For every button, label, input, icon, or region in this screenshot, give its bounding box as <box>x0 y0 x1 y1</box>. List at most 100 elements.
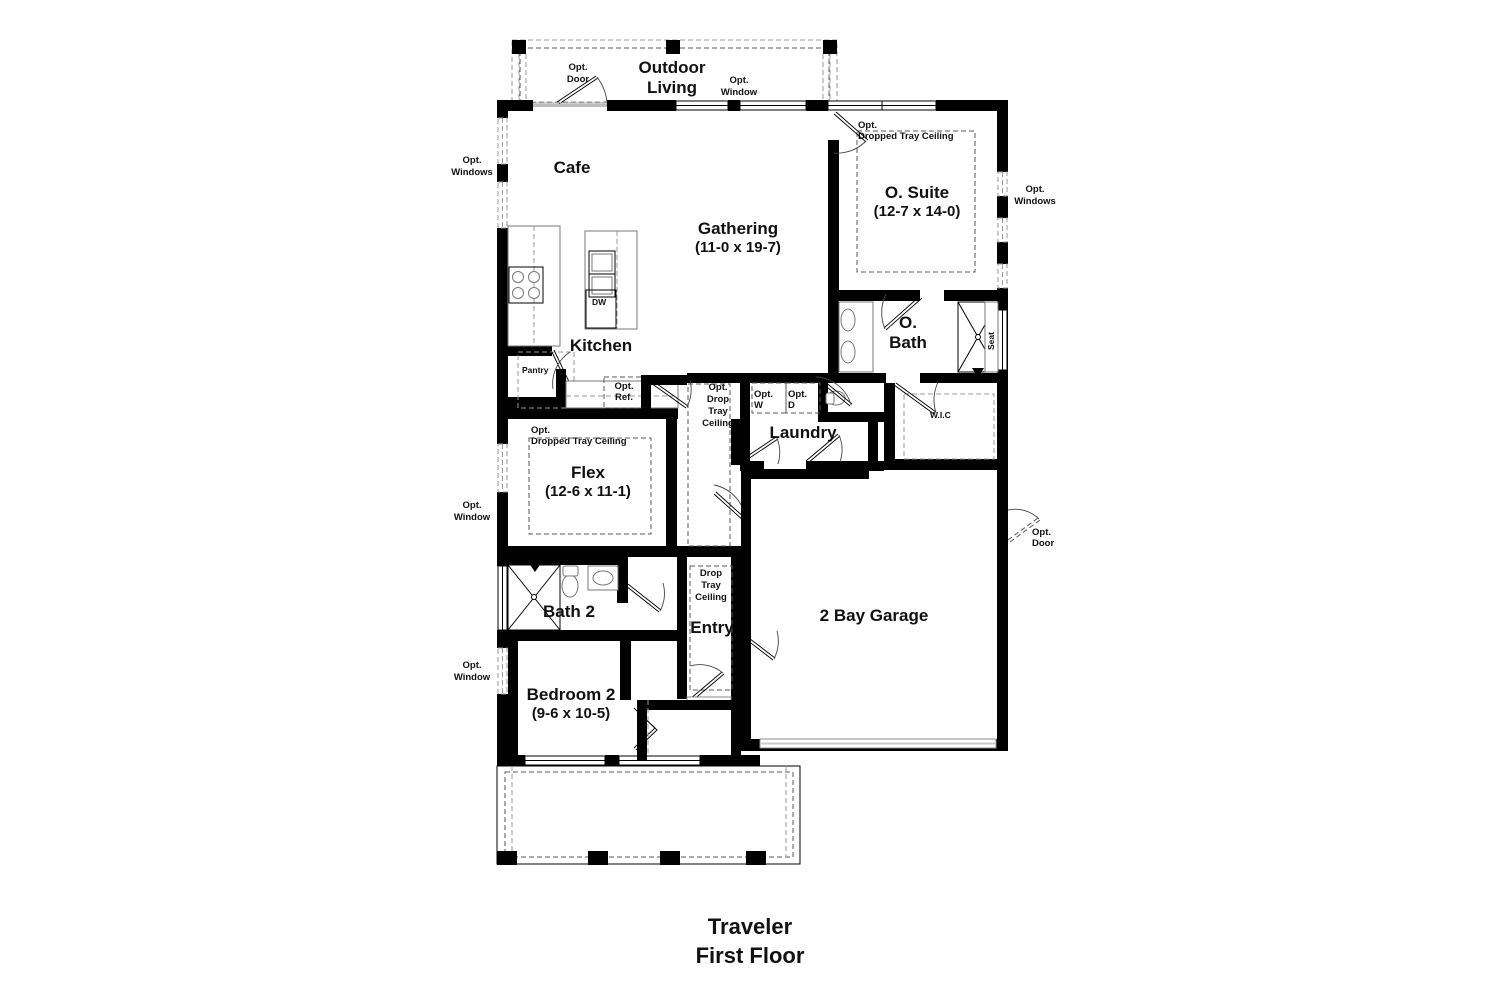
window-bath2 <box>497 565 508 631</box>
opt-window-bedroom2 <box>497 647 508 695</box>
garage-walls <box>741 469 869 751</box>
opt-ref-label-line1: Opt. <box>615 381 634 392</box>
opt-tray-zone-flex <box>528 437 652 535</box>
hall-walls <box>641 373 741 557</box>
room-label-owners-suite: O. Suite <box>885 183 949 202</box>
bath2-walls <box>508 557 628 641</box>
owners-bath-vanity <box>838 301 874 373</box>
opt-door-outdoor-label-line1: Opt. <box>569 62 588 73</box>
opt-garage-door-label-line1: Opt. <box>1032 527 1051 538</box>
room-label-cafe: Cafe <box>554 158 591 177</box>
garage-door <box>759 738 997 749</box>
room-label-bedroom2: Bedroom 2 <box>527 685 616 704</box>
room-label-kitchen: Kitchen <box>570 336 632 355</box>
opt-washer-label-line1: Opt. <box>754 389 773 400</box>
outdoor-living-area <box>511 39 838 104</box>
powder-toilet <box>825 390 846 406</box>
room-label-owners-bath-line1: O. <box>899 313 917 332</box>
laundry-walls <box>740 373 884 471</box>
kitchen-walls <box>508 345 678 419</box>
front-door <box>686 664 732 703</box>
kitchen-island <box>584 230 638 330</box>
owners-bath-door <box>881 293 923 331</box>
opt-drop-tray-hall-line3: Tray <box>708 406 728 417</box>
opt-door-outdoor-label-line2: Door <box>567 74 589 85</box>
room-label-entry: Entry <box>690 618 734 637</box>
opt-tray-flex-label-line2: Dropped Tray Ceiling <box>531 436 627 447</box>
room-label-outdoor-living-line1: Outdoor <box>638 58 705 77</box>
powder-door <box>815 375 853 407</box>
room-label-laundry: Laundry <box>769 423 837 442</box>
opt-drop-tray-hall-line2: Drop <box>707 394 729 405</box>
opt-windows-left-cafe <box>497 117 508 229</box>
opt-tray-flex-label-line1: Opt. <box>531 425 550 436</box>
opt-window-flex-label-line1: Opt. <box>463 500 482 511</box>
opt-windows-right-label-line1: Opt. <box>1026 184 1045 195</box>
bath2-door <box>625 582 665 613</box>
wic-label: W.I.C <box>930 410 951 420</box>
room-label-flex: Flex <box>571 463 606 482</box>
room-dim-gathering: (11-0 x 19-7) <box>695 239 781 256</box>
porch-post <box>497 851 517 865</box>
opt-tray-suite-label-line1: Opt. <box>858 120 877 131</box>
owners-suite-walls <box>828 140 1008 301</box>
opt-window-bedroom2-label-line1: Opt. <box>463 660 482 671</box>
opt-dryer-label-line1: Opt. <box>788 389 807 400</box>
kitchen-counter-ref <box>565 376 679 409</box>
opt-tray-suite-label-line2: Dropped Tray Ceiling <box>858 131 954 142</box>
opt-tray-zone-suite <box>856 130 976 273</box>
room-label-gathering: Gathering <box>698 219 778 238</box>
opt-washer-label-line2: W <box>754 400 763 411</box>
opt-garage-door-swing <box>1007 508 1041 543</box>
owners-suite-door <box>833 111 869 154</box>
bedroom2-closet-doors <box>633 700 658 755</box>
wic-shelf <box>903 393 995 460</box>
plan-title: Traveler <box>708 914 793 939</box>
front-porch <box>496 765 801 865</box>
opt-tray-zone-hall <box>687 383 731 547</box>
opt-drop-tray-hall-line4: Ceiling <box>702 418 734 429</box>
window-top-3 <box>827 100 883 111</box>
porch-post <box>823 40 837 54</box>
entry-walls <box>620 557 741 755</box>
opt-window-flex <box>497 443 508 493</box>
shower-seat-label: Seat <box>986 332 996 350</box>
window-top-2 <box>739 100 807 111</box>
kitchen-counter-left <box>507 225 561 347</box>
porch-post <box>588 851 608 865</box>
wic-door <box>893 381 939 415</box>
drop-tray-entry-line2: Tray <box>701 580 721 591</box>
laundry-door-right <box>805 433 843 464</box>
room-label-owners-bath-line2: Bath <box>889 333 927 352</box>
porch-post <box>512 40 526 54</box>
window-top-1 <box>675 100 729 111</box>
drop-tray-entry-line1: Drop <box>700 568 722 579</box>
room-label-bath2: Bath 2 <box>543 602 595 621</box>
drop-tray-entry-line3: Ceiling <box>695 592 727 603</box>
flex-walls <box>508 419 677 557</box>
opt-window-bedroom2-label-line2: Window <box>454 672 491 683</box>
owners-bath-shower <box>957 301 999 378</box>
opt-washer-dryer <box>751 382 821 414</box>
porch-post <box>746 851 766 865</box>
laundry-door-left <box>739 436 781 465</box>
owners-bath-walls <box>828 301 1008 383</box>
porch-post <box>666 40 680 54</box>
window-top-4 <box>881 100 937 111</box>
window-bedroom2-b <box>618 755 701 766</box>
plan-floor: First Floor <box>696 943 805 968</box>
bath2-vanity <box>587 565 619 591</box>
cooktop <box>508 266 544 304</box>
wic-walls <box>884 383 1008 470</box>
opt-ref-label-line2: Ref. <box>615 392 633 403</box>
room-dim-owners-suite: (12-7 x 14-0) <box>874 203 961 220</box>
bath2-toilet <box>561 565 579 598</box>
dishwasher-label: DW <box>592 297 607 307</box>
opt-window-outdoor-label-line2: Window <box>721 87 758 98</box>
opt-window-outdoor-label-line1: Opt. <box>730 75 749 86</box>
bath2-shower <box>507 562 561 631</box>
opt-drop-tray-hall-line1: Opt. <box>709 382 728 393</box>
opt-window-flex-label-line2: Window <box>454 512 491 523</box>
drop-tray-zone-entry <box>689 565 733 691</box>
